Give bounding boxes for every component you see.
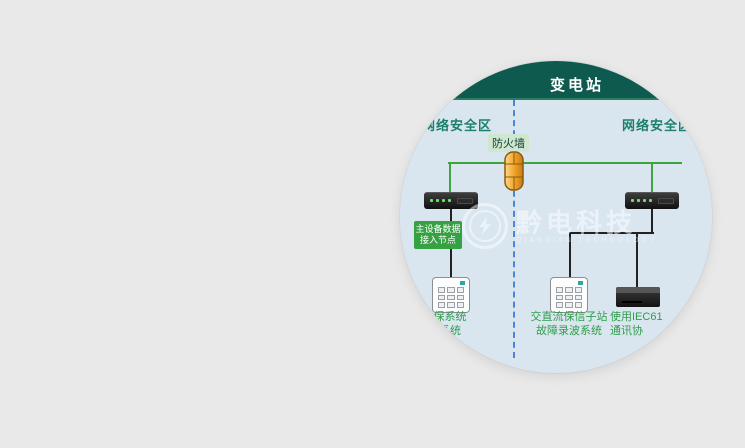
- device-label-left-line2: 系统: [439, 325, 461, 337]
- device-label-middle: 交直流保信子站 故障录波系统: [524, 310, 614, 338]
- protection-device-middle-icon: [550, 277, 588, 313]
- device-label-right-line1: 使用IEC61: [610, 311, 663, 323]
- recorder-slot: [622, 301, 642, 303]
- device-indicator: [460, 281, 465, 285]
- network-switch-left-icon: [424, 192, 478, 209]
- recorder-top-face: [616, 287, 660, 293]
- watermark: 黔电科技 QIANDIAN TECHNOLOGY: [462, 203, 658, 249]
- switch-panel: [658, 198, 674, 204]
- device-indicator: [578, 281, 583, 285]
- network-switch-right-icon: [625, 192, 679, 209]
- switch-panel: [457, 198, 473, 204]
- protection-device-left-icon: [432, 277, 470, 313]
- zone-label-left: 网络安全区: [422, 118, 493, 133]
- recorder-device-icon: [616, 287, 660, 307]
- device-label-left-line1: 保系统: [433, 311, 467, 323]
- device-grid: [556, 287, 582, 308]
- cable-right-horizontal: [569, 232, 654, 234]
- device-grid: [438, 287, 464, 308]
- device-label-middle-line2: 故障录波系统: [536, 325, 602, 337]
- watermark-logo-icon: [462, 203, 508, 249]
- cable-middle-vertical: [569, 232, 571, 278]
- led-strip: [631, 199, 652, 202]
- trunk-drop-left: [449, 162, 451, 193]
- device-label-middle-line1: 交直流保信子站: [530, 311, 608, 323]
- substation-title: 变电站: [550, 77, 605, 94]
- device-label-right-line2: 通讯协: [610, 325, 643, 337]
- diagram-circle: 变电站 网络安全区 网络安全区 防火墙: [400, 61, 712, 373]
- watermark-logo-inner: [469, 210, 501, 242]
- cable-recorder-vertical: [636, 232, 638, 288]
- header-band: [400, 61, 712, 100]
- device-label-right: 使用IEC61 通讯协: [610, 310, 710, 338]
- cable-right-vertical: [651, 209, 653, 234]
- security-divider-dashed-line: [513, 100, 515, 358]
- firewall-icon: [502, 150, 526, 197]
- zone-label-right: 网络安全区: [622, 118, 693, 133]
- access-node-badge: 主设备数据 接入节点: [414, 221, 462, 249]
- firewall-label: 防火墙: [488, 134, 529, 152]
- device-label-left: 保系统 系统: [410, 310, 490, 338]
- access-node-badge-line1: 主设备数据: [415, 224, 461, 234]
- trunk-line: [448, 162, 682, 164]
- led-strip: [430, 199, 451, 202]
- access-node-badge-line2: 接入节点: [419, 235, 456, 245]
- trunk-drop-right: [651, 162, 653, 193]
